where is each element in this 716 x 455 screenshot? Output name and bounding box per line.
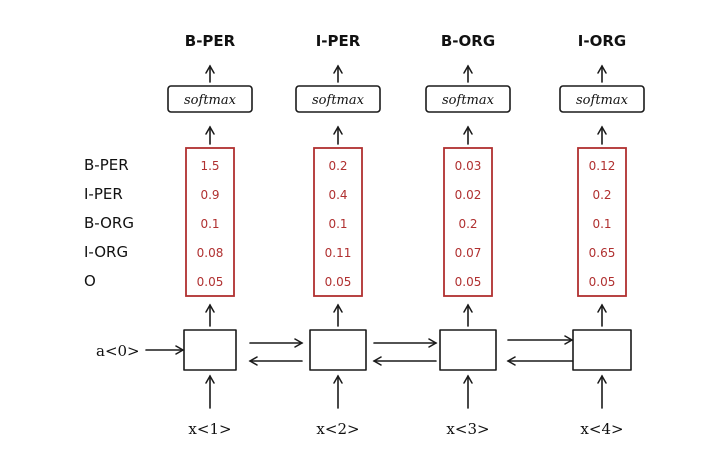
initial-activation-label: a<0> xyxy=(96,342,140,360)
score-value: 0.05 xyxy=(589,275,616,289)
score-value: 0.08 xyxy=(197,246,224,260)
output-label: B-ORG xyxy=(441,32,495,50)
score-value: 0.2 xyxy=(328,159,347,173)
score-value: 0.1 xyxy=(200,217,219,231)
time-steps: B-PER softmax 1.5 0.9 0.1 0.08 0.05 x<1> I-PER so… xyxy=(167,32,645,438)
score-value: 0.9 xyxy=(200,188,219,202)
softmax-label: softmax xyxy=(576,93,629,108)
rnn-cell xyxy=(183,329,237,371)
score-value: 0.05 xyxy=(325,275,352,289)
score-value: 0.12 xyxy=(589,159,616,173)
score-vector xyxy=(185,147,235,297)
softmax-box xyxy=(167,85,253,113)
row-label: B-ORG xyxy=(84,214,134,232)
score-vector xyxy=(443,147,493,297)
output-label: I-ORG xyxy=(578,32,626,50)
score-value: 0.2 xyxy=(458,217,477,231)
time-step-3: B-ORG softmax 0.03 0.02 0.2 0.07 0.05 x<3> xyxy=(425,32,511,438)
score-value: 0.1 xyxy=(328,217,347,231)
recurrent-connections xyxy=(248,335,574,366)
score-vector xyxy=(313,147,363,297)
row-label: I-ORG xyxy=(84,243,128,261)
softmax-box xyxy=(295,85,381,113)
score-value: 0.05 xyxy=(455,275,482,289)
row-label: B-PER xyxy=(84,156,129,174)
input-label: x<1> xyxy=(188,420,231,438)
rnn-cell xyxy=(309,329,367,371)
time-step-2: I-PER softmax 0.2 0.4 0.1 0.11 0.05 x<2> xyxy=(295,32,381,438)
softmax-label: softmax xyxy=(184,93,237,108)
score-value: 0.07 xyxy=(455,246,482,260)
row-label: I-PER xyxy=(84,185,123,203)
score-value: 0.05 xyxy=(197,275,224,289)
row-labels: B-PER I-PER B-ORG I-ORG O xyxy=(84,156,134,290)
score-value: 0.03 xyxy=(455,159,482,173)
softmax-label: softmax xyxy=(312,93,365,108)
softmax-label: softmax xyxy=(442,93,495,108)
softmax-box xyxy=(559,85,645,113)
softmax-box xyxy=(425,85,511,113)
output-label: B-PER xyxy=(185,32,236,50)
score-value: 0.11 xyxy=(325,246,352,260)
time-step-1: B-PER softmax 1.5 0.9 0.1 0.08 0.05 x<1> xyxy=(167,32,253,438)
score-value: 0.4 xyxy=(328,188,347,202)
score-value: 0.02 xyxy=(455,188,482,202)
score-value: 1.5 xyxy=(200,159,219,173)
output-label: I-PER xyxy=(316,32,361,50)
score-value: 0.2 xyxy=(592,188,611,202)
score-vector xyxy=(577,147,627,297)
time-step-4: I-ORG softmax 0.12 0.2 0.1 0.65 0.05 x<4> xyxy=(559,32,645,438)
row-label: O xyxy=(84,272,96,290)
score-value: 0.1 xyxy=(592,217,611,231)
rnn-cell xyxy=(572,329,632,371)
input-label: x<3> xyxy=(446,420,489,438)
input-label: x<2> xyxy=(316,420,359,438)
score-value: 0.65 xyxy=(589,246,616,260)
input-label: x<4> xyxy=(580,420,623,438)
rnn-cell xyxy=(439,329,497,371)
